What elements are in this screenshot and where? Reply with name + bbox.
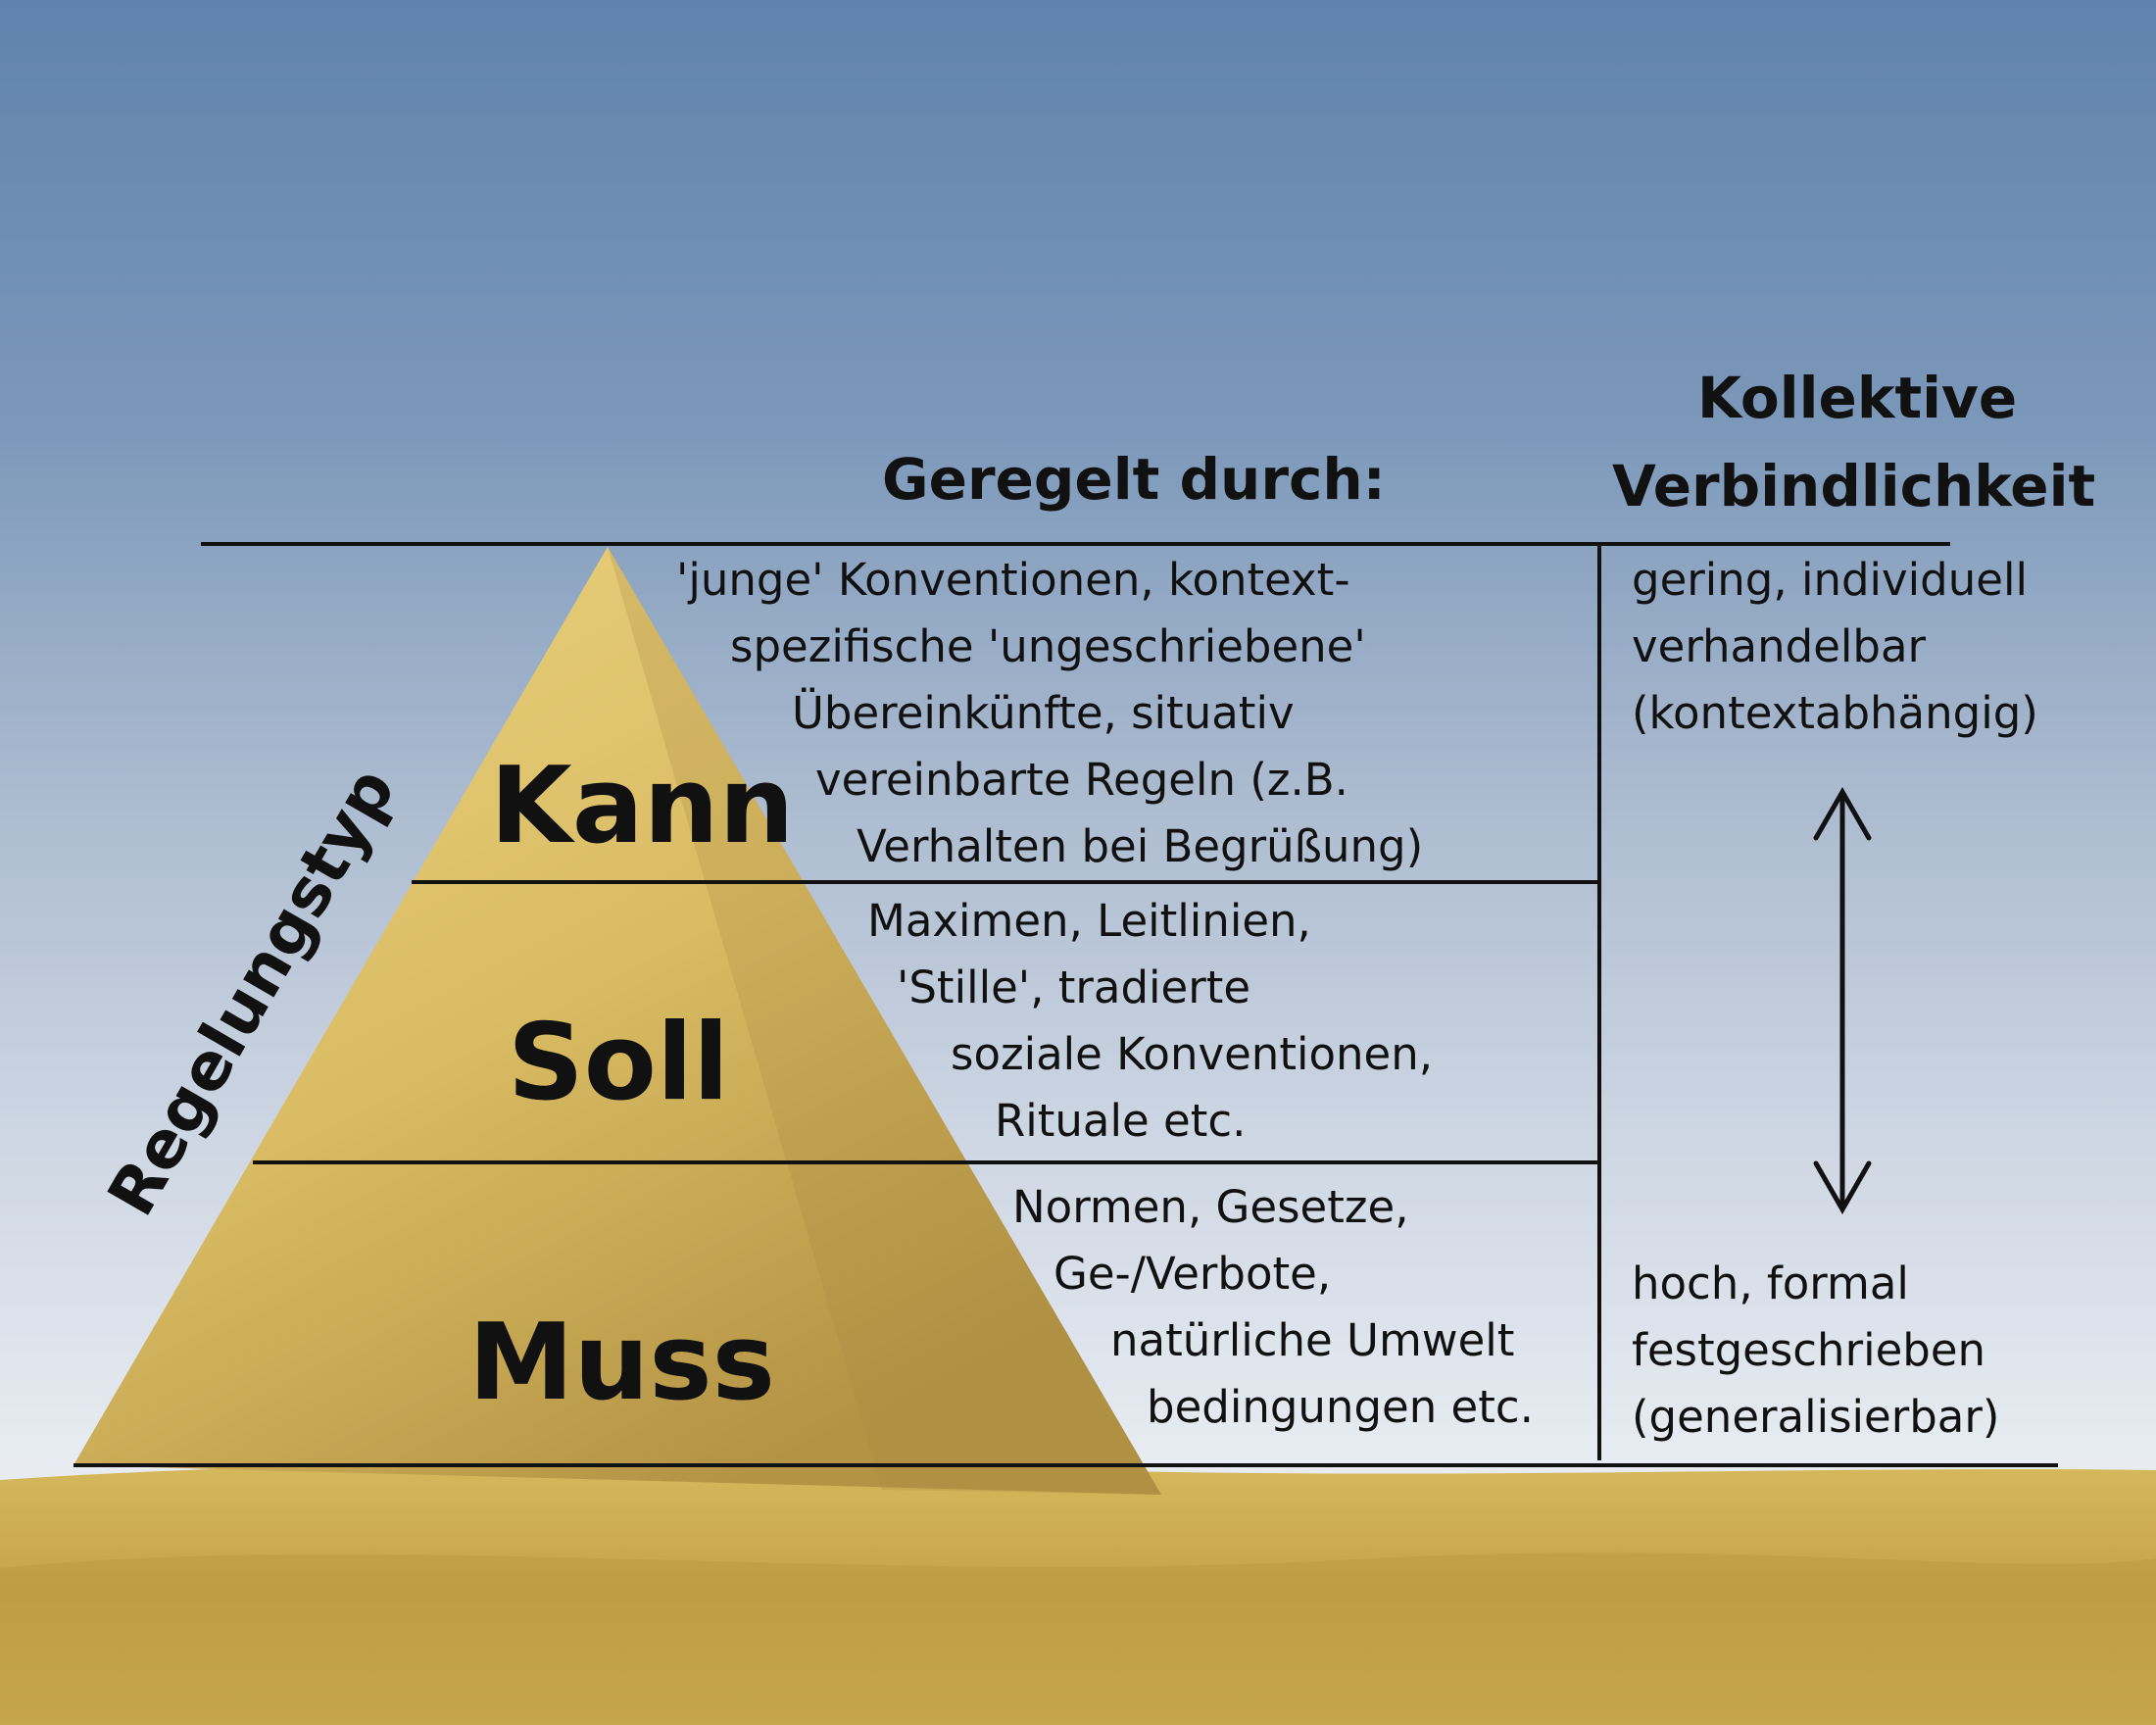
header-geregelt: Geregelt durch: — [882, 446, 1386, 513]
soll-desc-line4: Rituale etc. — [995, 1095, 1247, 1147]
level-soll: Soll — [508, 1002, 730, 1124]
muss-desc-line4: bedingungen etc. — [1147, 1381, 1534, 1433]
kann-desc-line1: 'junge' Konventionen, kontext- — [676, 554, 1350, 606]
pyramid-shadow-face — [608, 547, 1161, 1495]
muss-desc-line2: Ge-/Verbote, — [1054, 1248, 1332, 1300]
binding-high-line2: festgeschrieben — [1632, 1324, 1986, 1376]
kann-desc-line3: Übereinkünfte, situativ — [792, 687, 1295, 739]
sand-dunes — [0, 1461, 2156, 1725]
kann-desc-line2: spezifische 'ungeschriebene' — [730, 620, 1366, 672]
binding-high-line1: hoch, formal — [1632, 1257, 1909, 1309]
pyramid — [74, 547, 1161, 1495]
binding-high-line3: (generalisierbar) — [1632, 1391, 2000, 1443]
kann-desc-line4: vereinbarte Regeln (z.B. — [815, 754, 1348, 806]
muss-desc-line3: natürliche Umwelt — [1110, 1314, 1515, 1366]
sand-shadow — [0, 1552, 2156, 1725]
soll-desc-line1: Maximen, Leitlinien, — [867, 895, 1311, 947]
kann-desc-line5: Verhalten bei Begrüßung) — [857, 820, 1424, 872]
muss-desc-line1: Normen, Gesetze, — [1012, 1181, 1409, 1233]
soll-desc-line3: soziale Konventionen, — [951, 1028, 1434, 1080]
binding-low-line2: verhandelbar — [1632, 620, 1927, 672]
header-kollektiv-line1: Kollektive — [1697, 365, 2018, 431]
binding-low-line3: (kontextabhängig) — [1632, 687, 2038, 739]
level-muss: Muss — [468, 1302, 775, 1424]
level-kann: Kann — [490, 745, 795, 867]
header-kollektiv-line2: Verbindlichkeit — [1612, 453, 2096, 519]
soll-desc-line2: 'Stille', tradierte — [897, 961, 1251, 1013]
double-arrow-icon — [1813, 786, 1872, 1215]
binding-low-line1: gering, individuell — [1632, 554, 2028, 606]
